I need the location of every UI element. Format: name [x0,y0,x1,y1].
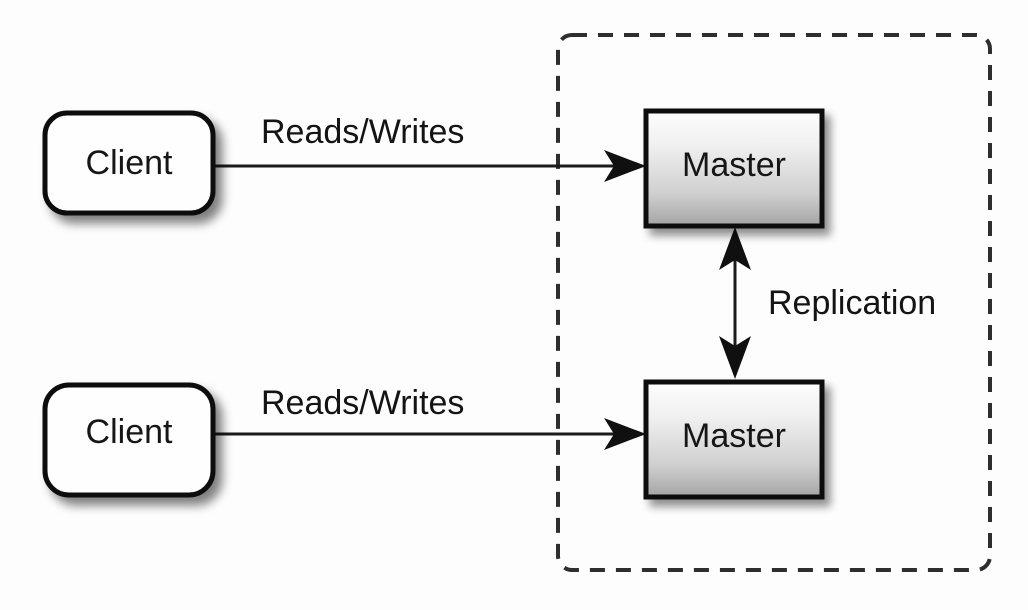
master-top-shape[interactable] [643,108,825,229]
edge-label-reads-writes-top: Reads/Writes [261,113,464,151]
edge-reads-writes-bottom: Reads/Writes [213,384,646,450]
master-top-label: Master [682,146,786,184]
node-master-bottom[interactable]: Master [643,379,825,500]
master-bottom-shape[interactable] [643,379,825,500]
client-bottom-label: Client [86,413,173,451]
arrow-head-right-bottom [604,418,646,450]
node-master-top[interactable]: Master [643,108,825,229]
cluster-boundary [556,33,992,572]
node-client-bottom[interactable]: Client [42,382,216,498]
client-top-label: Client [86,144,173,182]
edge-label-replication: Replication [768,284,936,322]
master-bottom-label: Master [682,417,786,455]
node-client-top[interactable]: Client [42,110,216,216]
client-top-shape[interactable] [42,110,216,216]
edge-replication: Replication [719,227,936,379]
arrow-head-right-top [604,150,646,182]
edge-reads-writes-top: Reads/Writes [213,113,646,182]
edge-label-reads-writes-bottom: Reads/Writes [261,384,464,422]
arrow-head-up-replication [719,227,751,270]
arrow-head-down-replication [719,336,751,379]
client-bottom-shape[interactable] [42,382,216,498]
